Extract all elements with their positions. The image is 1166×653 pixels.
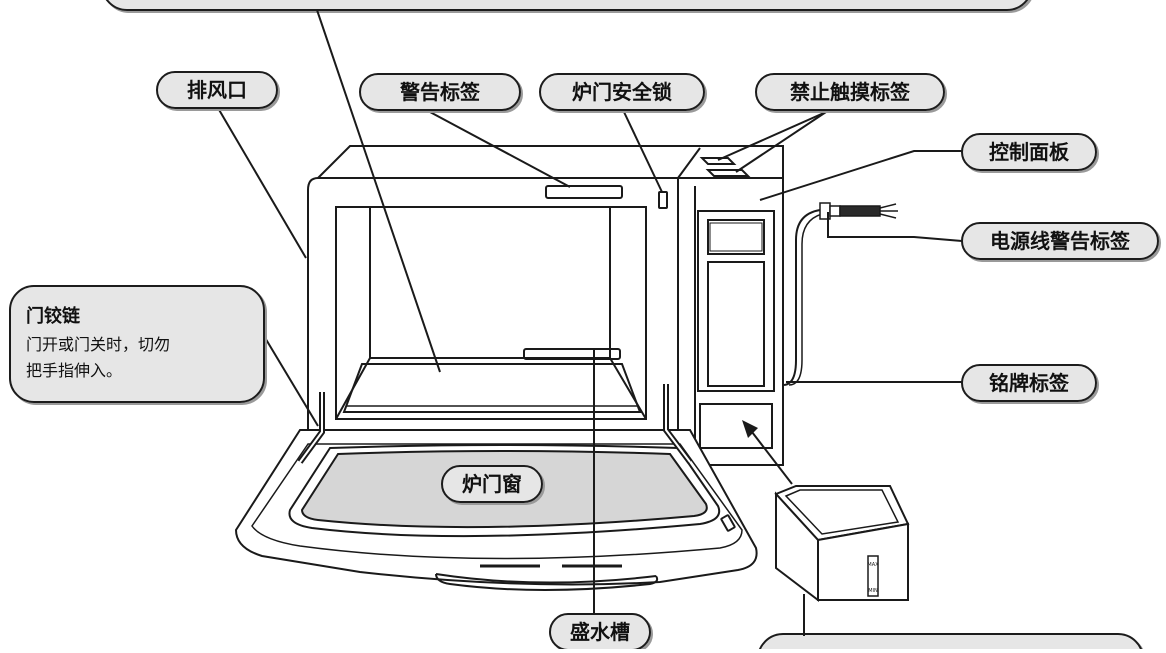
microwave [307, 145, 823, 466]
leader-top-callout [316, 9, 441, 373]
microwave-front [318, 177, 784, 466]
water-tank: MAX MIN [774, 485, 910, 603]
callout-nameplate: 铭牌标签 [961, 364, 1097, 402]
cavity-back [369, 207, 611, 359]
callout-warning-label: 警告标签 [359, 73, 521, 111]
plug-body [839, 205, 881, 217]
leader-hinge [263, 335, 319, 427]
leader-no-touch-2 [735, 111, 827, 173]
leader-exhaust-vent [217, 107, 307, 259]
callout-no-touch-label: 禁止触摸标签 [755, 73, 945, 111]
label-warning-label: 警告标签 [400, 80, 481, 104]
tank-top-inner [784, 489, 900, 535]
door-handle [435, 573, 659, 591]
callout-power-cord-warning: 电源线警告标签 [961, 222, 1159, 260]
callout-control-panel: 控制面板 [961, 133, 1097, 171]
tank-max-mark: MAX [867, 562, 879, 568]
callout-water-tray: 盛水槽 [549, 613, 651, 651]
tank-min-mark: MIN [868, 588, 878, 594]
hinge-note-line-2: 把手指伸入。 [26, 361, 122, 380]
water-tray-slot [523, 348, 621, 360]
leader-door-lock [623, 111, 663, 193]
control-display [707, 219, 765, 255]
leader-warning-label [429, 111, 571, 188]
top-callout-bubble [105, 0, 1029, 11]
oven-cavity [335, 206, 647, 420]
plug-collar [829, 205, 841, 217]
leader-control-panel [759, 150, 962, 201]
power-cord-edge [788, 213, 823, 386]
no-touch-label-1 [699, 157, 737, 165]
cavity-floor-edges [335, 357, 647, 420]
power-plug [819, 202, 898, 220]
control-buttons-area [707, 261, 765, 387]
water-tank-bay [699, 403, 773, 449]
label-water-tray: 盛水槽 [570, 620, 630, 644]
right-hinge-highlight [665, 384, 691, 463]
callout-door-safety-lock: 炉门安全锁 [539, 73, 705, 111]
callout-door-window: 炉门窗 [441, 465, 543, 503]
door-safety-lock [658, 191, 668, 209]
top-divider-line [677, 147, 701, 179]
microwave-top [317, 145, 784, 179]
door-hinges [297, 384, 693, 464]
leader-no-touch-1 [717, 111, 827, 161]
left-hinge-highlight [299, 392, 323, 463]
display-inner [709, 222, 763, 252]
label-exhaust-vent: 排风口 [187, 78, 247, 102]
label-control-panel: 控制面板 [989, 140, 1070, 164]
hinge-note-line-1: 门开或门关时，切勿 [26, 335, 170, 354]
callout-exhaust-vent: 排风口 [156, 71, 278, 109]
no-touch-label-2 [705, 169, 751, 177]
leader-lines [217, 9, 963, 636]
label-door-safety-lock: 炉门安全锁 [572, 80, 672, 104]
label-no-touch: 禁止触摸标签 [790, 80, 911, 104]
tank-front [817, 522, 909, 601]
label-door-window: 炉门窗 [462, 472, 522, 496]
bottom-callout-bubble [757, 633, 1144, 653]
tank-level-window [867, 555, 879, 597]
warning-label-plate [545, 185, 623, 199]
door-window-border [288, 444, 721, 538]
cavity-floor [342, 363, 642, 413]
leader-power-cord [827, 212, 963, 242]
open-door [234, 429, 758, 591]
door-latch [720, 514, 736, 532]
callout-door-hinge-note: 门铰链 门开或门关时，切勿 把手指伸入。 [9, 285, 265, 403]
control-panel [697, 210, 775, 392]
label-nameplate: 铭牌标签 [989, 371, 1070, 395]
label-power-cord-warning: 电源线警告标签 [990, 229, 1131, 253]
plug-pin-1 [879, 203, 897, 209]
door-handle-groove [435, 573, 657, 584]
tank-insert-arrow [742, 420, 793, 485]
plug-pin-3 [879, 213, 897, 219]
hinge-note-title: 门铰链 [26, 305, 81, 327]
door-inner-frame [251, 443, 743, 560]
microwave-left-edge [307, 177, 319, 432]
